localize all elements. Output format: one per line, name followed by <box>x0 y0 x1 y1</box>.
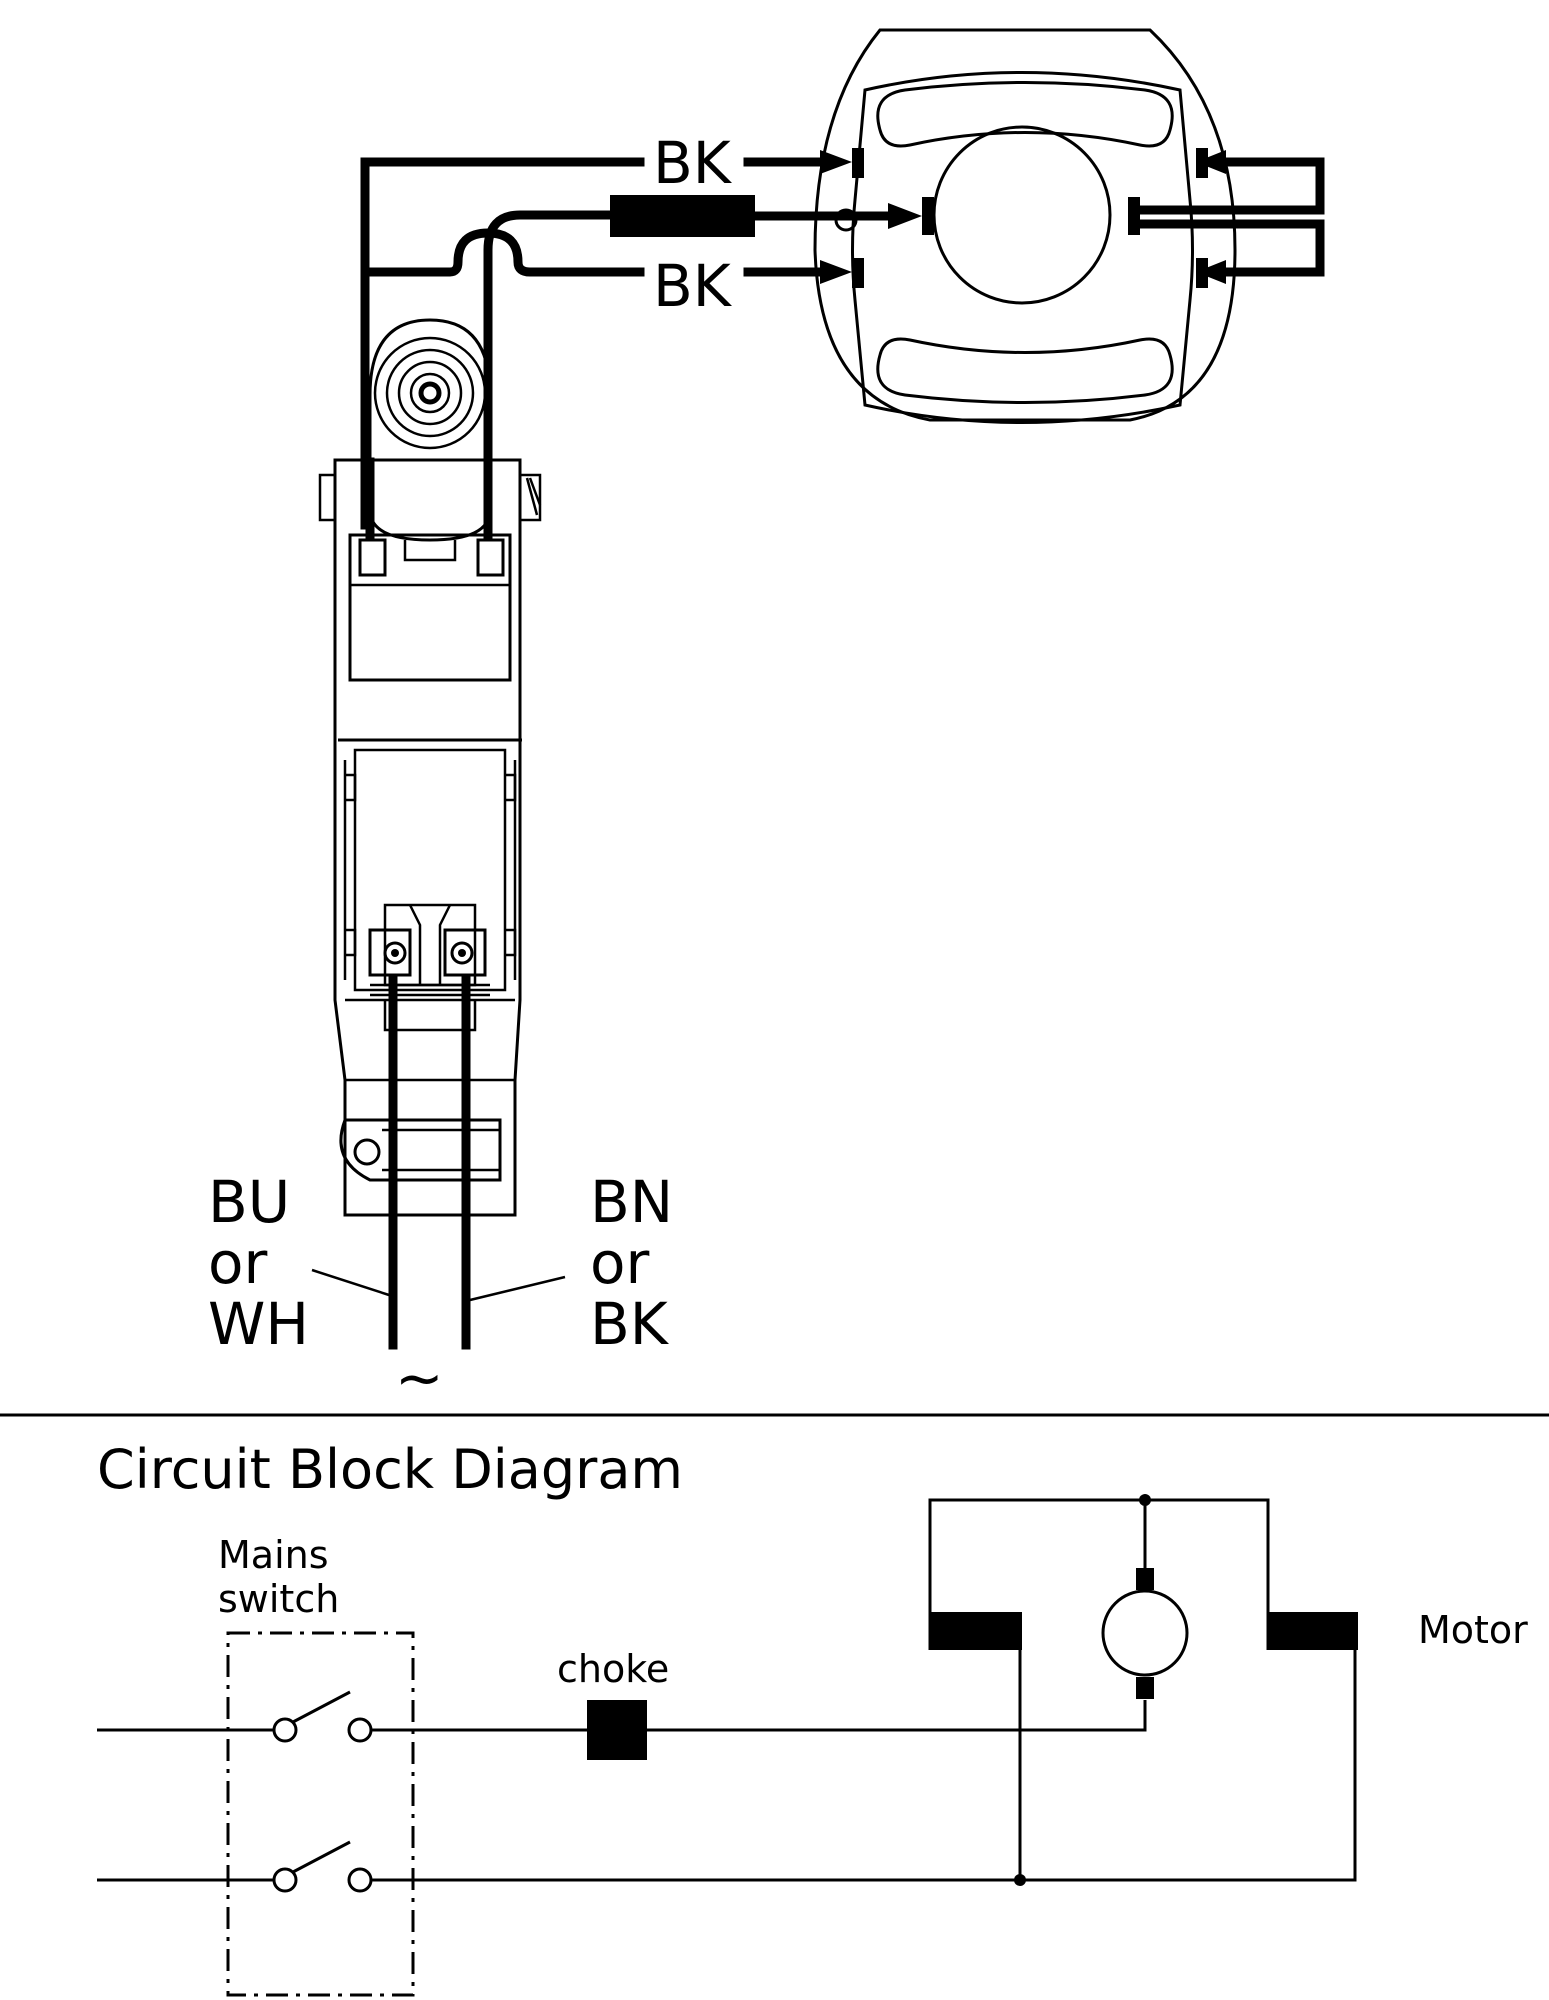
right-lead-label-2: or <box>590 1229 649 1297</box>
field-coil-upper <box>876 81 1174 148</box>
brush-bottom <box>1136 1677 1154 1699</box>
switch-body <box>318 457 542 1217</box>
choke-label: choke <box>557 1647 669 1691</box>
block-diagram-title: Circuit Block Diagram <box>97 1438 683 1501</box>
field-loop-bottom <box>1135 219 1325 277</box>
switch-lower-contact <box>347 1867 373 1893</box>
armature-circle <box>932 125 1112 305</box>
motor-leads: BK BK <box>360 129 922 530</box>
left-lead-label-1: BU <box>208 1168 290 1236</box>
switch-lower-pivot <box>272 1867 298 1893</box>
left-lead-label-2: or <box>208 1229 267 1297</box>
switch-upper-pivot <box>272 1717 298 1743</box>
mains-switch-box <box>226 1631 415 1997</box>
brush-left <box>922 197 934 235</box>
arrow-bk-top <box>820 150 852 174</box>
switch-outline <box>333 458 522 1217</box>
brush-right <box>1128 197 1140 235</box>
capacitor <box>368 318 492 542</box>
arrow-right-bottom <box>1196 260 1226 284</box>
arrow-bk-bottom <box>820 260 852 284</box>
field-coil-lower <box>876 337 1174 404</box>
field-winding-left <box>930 1612 1022 1650</box>
cable-clamp <box>339 1118 502 1182</box>
arrow-brush <box>888 203 922 229</box>
wire-label-bk-top: BK <box>653 129 733 197</box>
mains-switch-label-1: Mains <box>218 1533 329 1577</box>
supply-leads: BU or WH BN or BK ~ <box>208 973 673 1412</box>
field-loop-top <box>1135 157 1325 215</box>
wire-bk-top <box>360 157 645 530</box>
switch-upper-contact <box>347 1717 373 1743</box>
capacitor-body <box>368 318 492 542</box>
wire-label-bk-bottom: BK <box>653 252 733 320</box>
top-terminal-right <box>476 538 505 577</box>
wire-choke <box>483 210 615 530</box>
motor-label: Motor <box>1418 1608 1528 1652</box>
motor-symbol <box>1101 1589 1189 1677</box>
brush-top <box>1136 1568 1154 1590</box>
right-lead-label-3: BK <box>590 1290 670 1358</box>
capacitor-center <box>418 381 442 405</box>
ac-supply-symbol: ~ <box>395 1344 444 1412</box>
top-terminal-left <box>358 538 387 577</box>
left-lead-label-3: WH <box>208 1290 309 1358</box>
circuit-block-diagram: Circuit Block Diagram Mains switch choke <box>97 1438 1528 1997</box>
terminal-left-top <box>852 148 864 178</box>
junction-dot <box>1014 1874 1026 1886</box>
choke-component <box>610 195 755 237</box>
field-winding-right <box>1268 1612 1358 1650</box>
arrow-right-top <box>1196 150 1226 174</box>
mains-switch-label-2: switch <box>218 1577 339 1621</box>
motor-assembly <box>813 28 1325 424</box>
right-lead-label-1: BN <box>590 1168 673 1236</box>
terminal-left-bottom <box>852 258 864 288</box>
wire-bk-bottom <box>365 228 645 277</box>
motor-field-body <box>851 71 1194 424</box>
choke-symbol <box>587 1700 647 1760</box>
